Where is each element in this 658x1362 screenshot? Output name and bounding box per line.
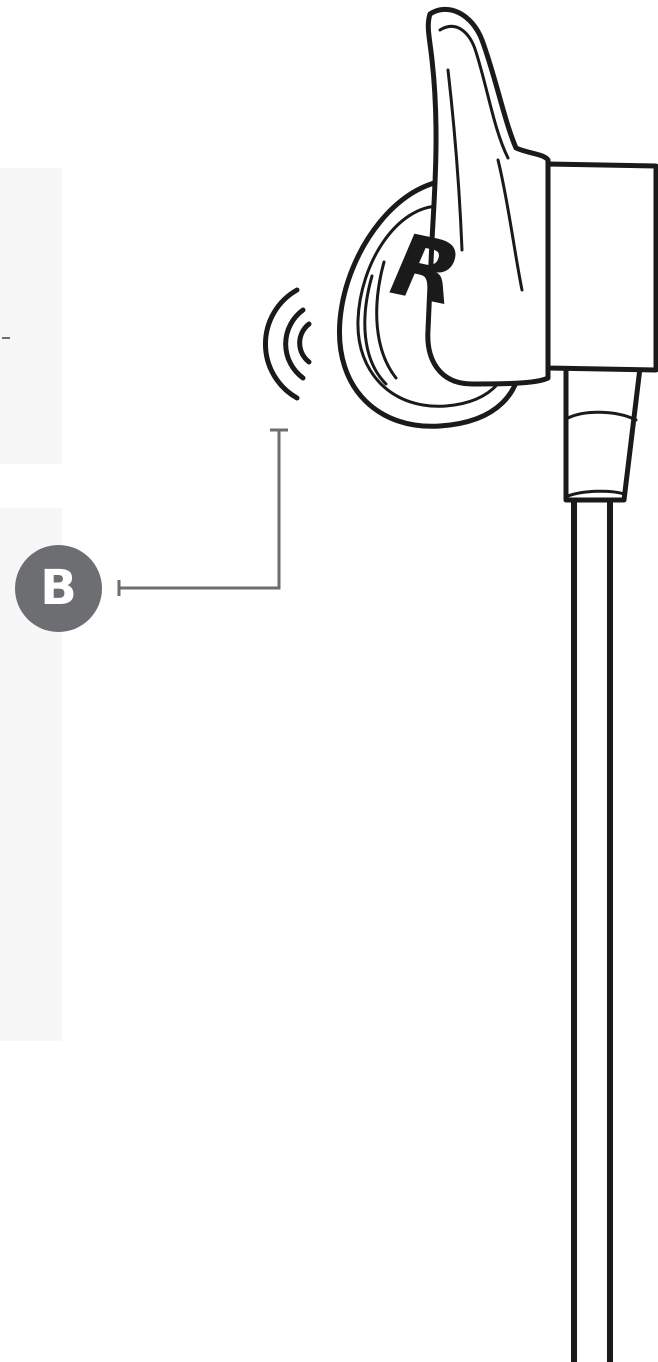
leader-line <box>117 428 288 596</box>
housing <box>545 161 658 373</box>
panel-dash <box>2 337 10 339</box>
ear-fin <box>425 6 551 387</box>
side-panel-top <box>0 168 62 464</box>
earbud-icon: R <box>336 6 658 1362</box>
cable <box>571 497 613 1362</box>
callout-badge: B <box>15 545 102 632</box>
sensor-waves-icon <box>262 287 312 401</box>
strain-relief <box>563 363 643 503</box>
